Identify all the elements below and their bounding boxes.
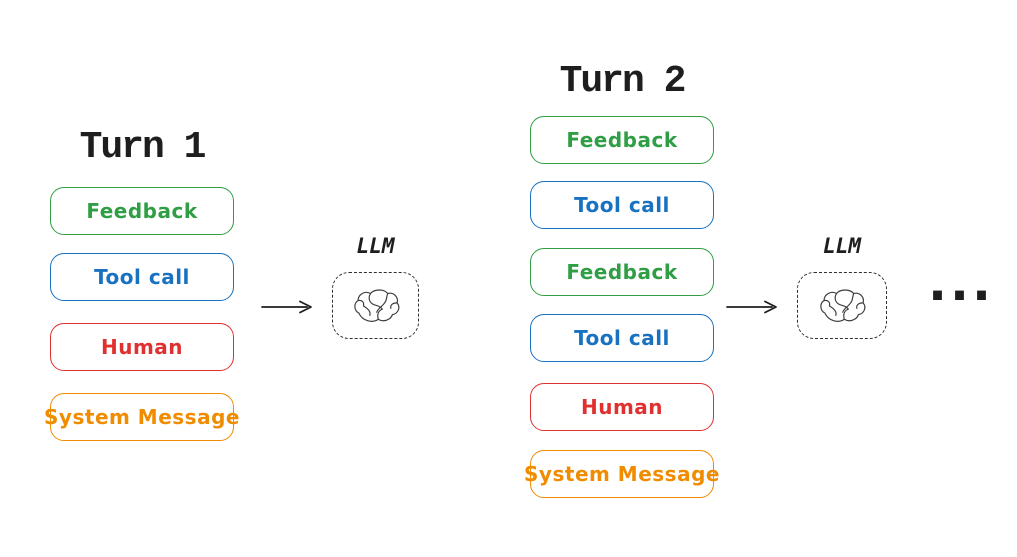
brain-icon [353,288,399,322]
message-box-label: Feedback [566,128,678,152]
message-box-human: Human [50,323,234,371]
message-box-label: Feedback [566,260,678,284]
message-box-system-message: System Message [524,450,719,498]
message-box-feedback: Feedback [530,116,714,164]
message-box-tool-call: Tool call [530,314,714,362]
message-box-label: Tool call [574,326,670,350]
message-box-label: Human [580,395,664,419]
llm-label: LLM [823,234,861,258]
message-box-label: Human [100,335,184,359]
message-box-tool-call: Tool call [50,253,234,301]
turn-2-title: Turn 2 [559,60,687,103]
message-box-feedback: Feedback [530,248,714,296]
arrow-right-icon [726,300,777,314]
message-box-label: Feedback [86,199,198,223]
message-box-human: Human [530,383,714,431]
llm-box [332,272,419,339]
message-box-feedback: Feedback [50,187,234,235]
message-box-tool-call: Tool call [530,181,714,229]
llm-box [797,272,887,339]
continuation-ellipsis: ... [928,254,994,312]
brain-icon [820,288,866,322]
message-box-label: Tool call [94,265,190,289]
turn-1-title: Turn 1 [79,126,207,169]
llm-label: LLM [356,234,395,258]
arrow-right-icon [261,300,312,314]
message-box-system-message: System Message [44,393,239,441]
message-box-label: Tool call [574,193,670,217]
message-box-label: System Message [44,405,240,429]
message-box-label: System Message [524,462,720,486]
